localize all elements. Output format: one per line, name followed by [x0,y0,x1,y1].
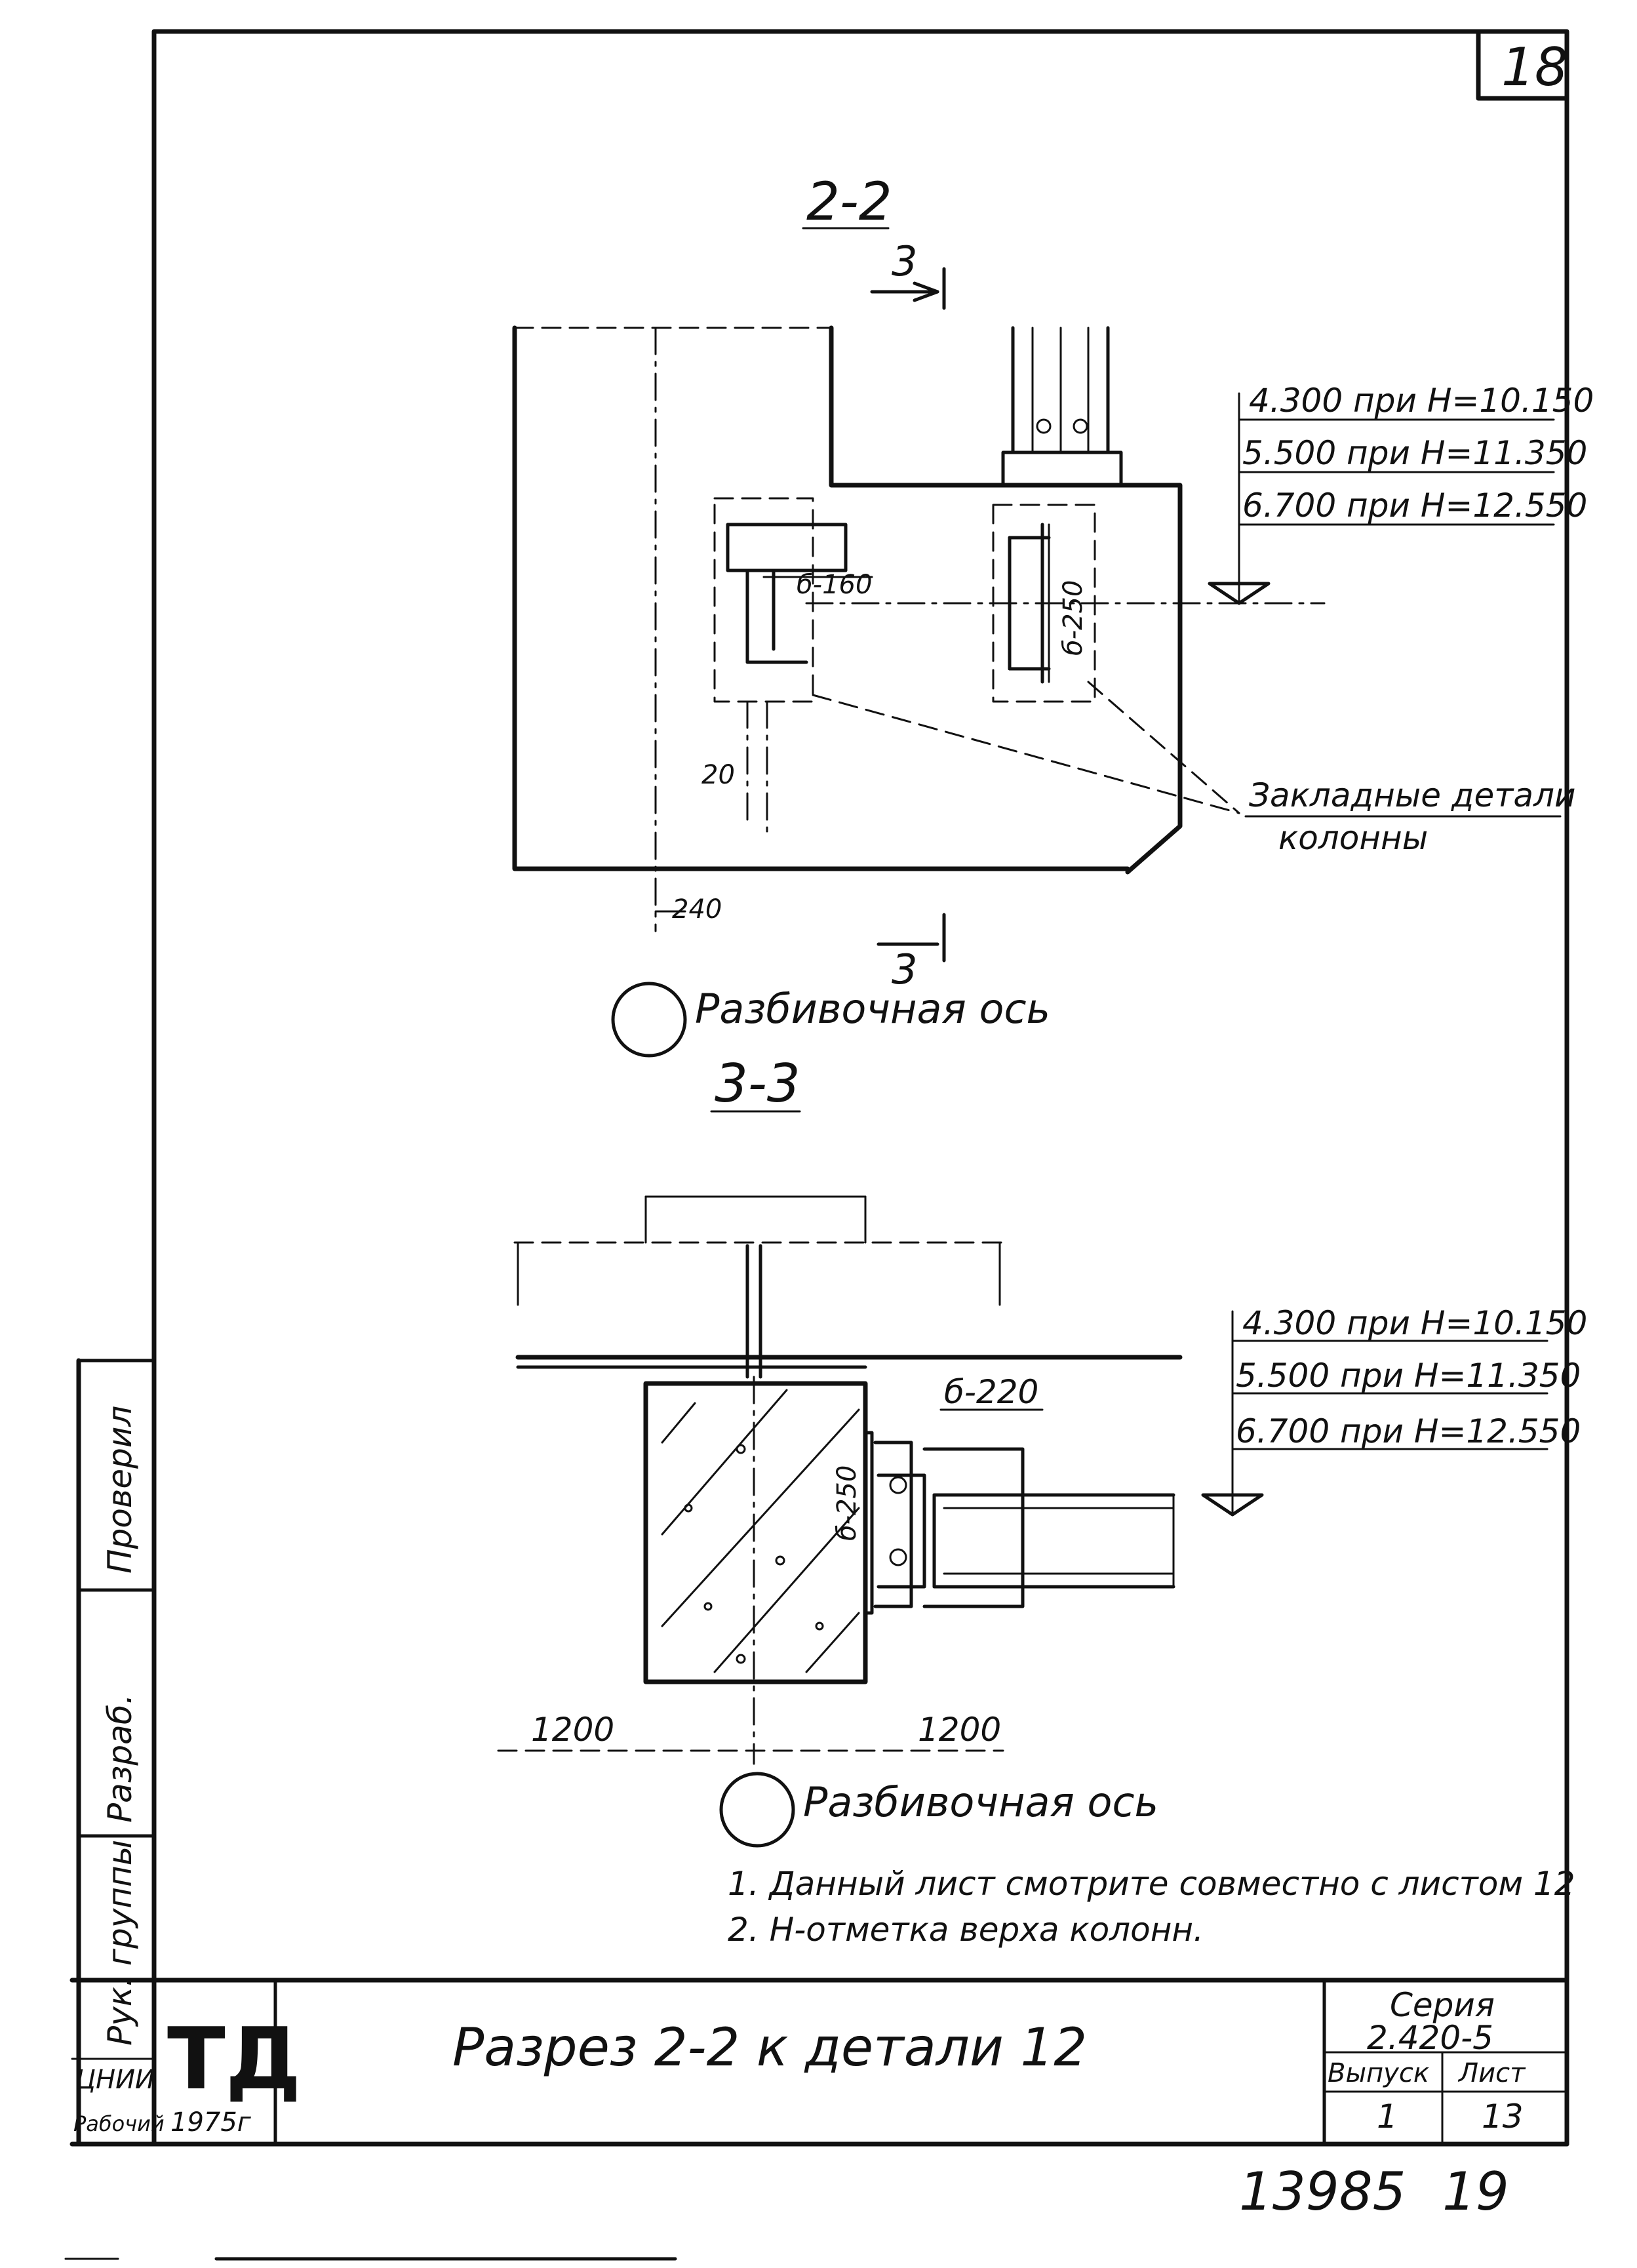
note-1: 1. Данный лист смотрите совместно с лист… [728,1865,1575,1903]
svg-text:3: 3 [892,237,917,285]
foundation-outline [512,325,1183,932]
slab [513,1195,1183,1379]
notes: 1. Данный лист смотрите совместно с лист… [728,1865,1575,1949]
column-above [1001,326,1123,487]
elevation-3-3-1: 4.300 при H=10.150 [1242,1304,1587,1342]
side-strip: Проверил Разраб. Рук. группы [76,1358,156,2147]
dim-240: 240 [672,894,722,925]
side-strip-2: Разраб. [101,1694,139,1823]
dim-left: 1200 [531,1711,614,1749]
elevation-3-3-3: 6.700 при H=12.550 [1236,1412,1581,1450]
stamp-inventory: 13985 [1239,2161,1406,2222]
elevation-marks-3-3: 4.300 при H=10.150 5.500 при H=11.350 6.… [1201,1304,1587,1517]
dim-plate-top: б-220 [944,1373,1038,1411]
stamp-sheet: 19 [1442,2161,1509,2222]
callout-line-1: Закладные детали [1249,776,1575,814]
dim-plate-side: б-250 [832,1465,862,1541]
side-strip-1: Проверил [101,1406,139,1574]
elevation-3-3-2: 5.500 при H=11.350 [1236,1357,1581,1395]
elevation-2-2-3: 6.700 при H=12.550 [1242,487,1587,525]
axis-label-3-3: Разбивочная ось [803,1778,1158,1826]
issue-value: 1 [1377,2098,1398,2136]
embedded-plate-left: б-160 20 [701,497,873,841]
axis-2-2: 240 Разбивочная ось [611,894,1050,1058]
note-2: 2. H-отметка верха колонн. [728,1911,1204,1949]
callout-embedded: Закладные детали колонны [812,681,1575,857]
svg-text:3: 3 [892,945,917,993]
elevation-marks-2-2: 4.300 при H=10.150 5.500 при H=11.350 6.… [1208,382,1594,605]
section-2-2: 2-2 3 [512,171,1594,1058]
dimension-line-3-3: 1200 1200 [497,1376,1004,1765]
dim-right: 1200 [918,1711,1001,1749]
title-block: ТД 1975г ЦНИИ Рабочий Разрез 2-2 к детал… [69,1978,1569,2147]
sheet-label: Лист [1457,2058,1526,2088]
embedded-plate-right: б-250 [805,504,1326,703]
page-number: 18 [1501,37,1568,98]
section-3-3: 3-3 [497,1053,1587,1848]
axis-label-2-2: Разбивочная ось [695,985,1050,1033]
dim-plate-right: б-250 [1058,580,1088,656]
axis-3-3: Разбивочная ось [719,1772,1158,1848]
callout-line-2: колонны [1278,819,1428,857]
logo: ТД [167,2009,301,2109]
issue-label: Выпуск [1328,2058,1429,2088]
concrete-column [643,1381,868,1684]
bracket-assembly: б-250 [832,1431,1175,1615]
left-col-1: ЦНИИ [75,2065,155,2095]
cut-mark-top: 3 [870,237,946,310]
dim-20: 20 [701,760,735,790]
elevation-2-2-2: 5.500 при H=11.350 [1242,434,1587,472]
series-label: Серия [1390,1986,1495,2024]
side-strip-3: Рук. группы [101,1840,139,2046]
series-value: 2.420-5 [1367,2019,1493,2057]
section-3-3-title: 3-3 [715,1053,800,1114]
section-2-2-title: 2-2 [806,171,892,232]
cut-mark-bottom: 3 [877,913,946,993]
left-col-2: Рабочий [73,2111,165,2136]
sheet-frame: 18 [151,29,1569,2147]
drawing-title: Разрез 2-2 к детали 12 [452,2017,1087,2078]
sheet-value: 13 [1482,2098,1524,2136]
elevation-2-2-1: 4.300 при H=10.150 [1249,382,1594,420]
dim-plate-left: б-160 [797,570,872,600]
year: 1975г [170,2107,252,2138]
